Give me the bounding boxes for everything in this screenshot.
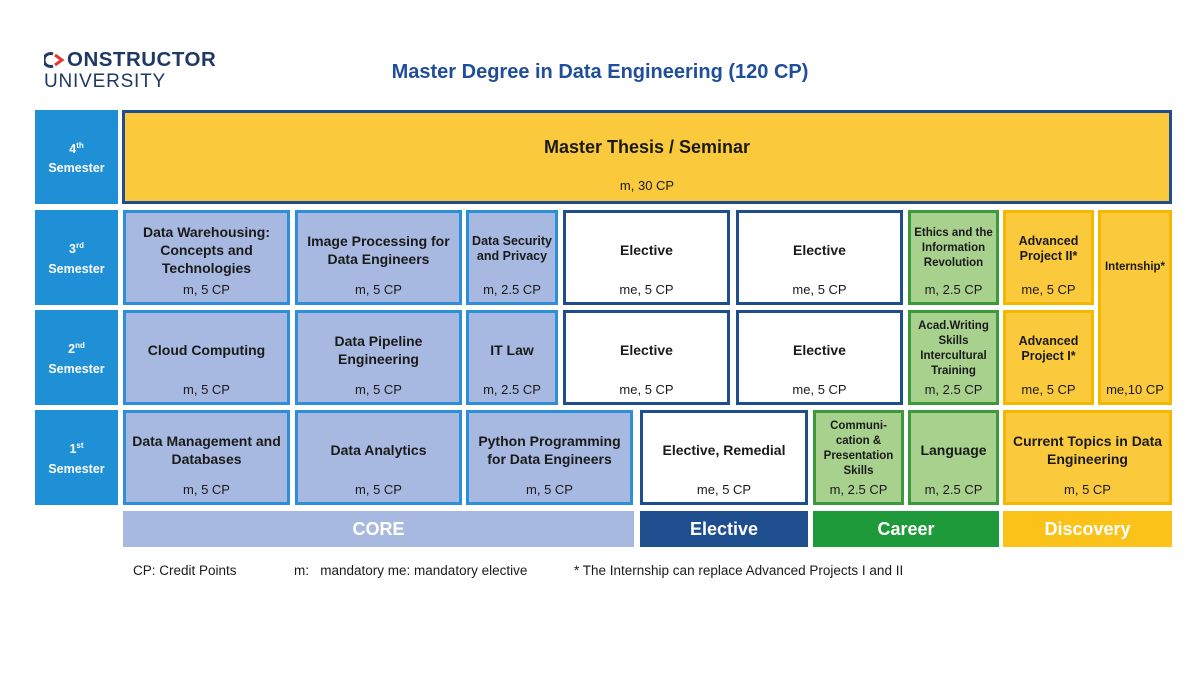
semester-label-3: 3rd Semester	[35, 210, 118, 305]
course-internship: Internship* me,10 CP	[1098, 210, 1172, 405]
semester-label-4: 4th Semester	[35, 110, 118, 204]
footnote-internship: * The Internship can replace Advanced Pr…	[574, 563, 904, 578]
logo-word-constructor: ONSTRUCTOR	[67, 48, 217, 71]
course-master-thesis: Master Thesis / Seminar m, 30 CP	[122, 110, 1172, 204]
course-advanced-project-1: Advanced Project I*me, 5 CP	[1003, 310, 1094, 405]
constructor-logo-mark-icon	[44, 51, 66, 69]
course-data-warehousing: Data Warehousing: Concepts and Technolog…	[123, 210, 290, 305]
logo-word-university: UNIVERSITY	[44, 71, 167, 92]
footnote-credit-points: CP: Credit Points	[133, 563, 237, 578]
university-logo: ONSTRUCTOR UNIVERSITY	[44, 49, 264, 93]
legend-discovery: Discovery	[1003, 511, 1172, 547]
course-advanced-project-2: Advanced Project II*me, 5 CP	[1003, 210, 1094, 305]
semester-label-2: 2nd Semester	[35, 310, 118, 405]
page-title: Master Degree in Data Engineering (120 C…	[391, 61, 809, 83]
semester-label-1: 1st Semester	[35, 410, 118, 505]
legend-career: Career	[813, 511, 999, 547]
footnote-mandatory-codes: m: mandatory me: mandatory elective	[294, 563, 528, 578]
legend-core: CORE	[123, 511, 634, 547]
legend-elective: Elective	[640, 511, 808, 547]
course-academic-writing: Acad.Writing Skills Intercultural Traini…	[908, 310, 999, 405]
